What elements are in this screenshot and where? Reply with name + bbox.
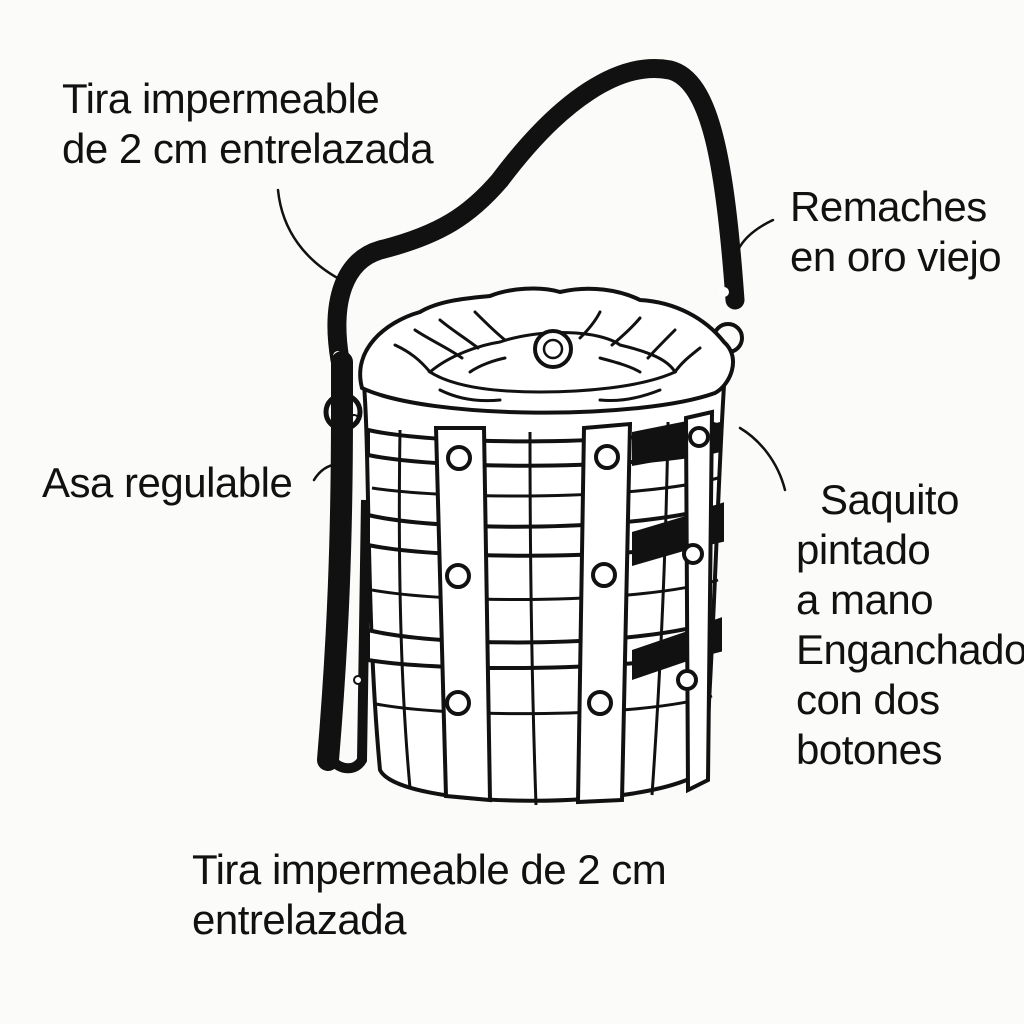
- strap-rivet: [353, 675, 363, 685]
- label-line: Remaches: [790, 183, 987, 230]
- label-line: Asa regulable: [42, 459, 293, 506]
- shoulder-strap: [327, 59, 745, 370]
- leader-sack: [738, 426, 787, 492]
- label-line: en oro viejo: [790, 233, 1002, 280]
- label-line: entrelazada: [192, 896, 407, 943]
- sack-button: [533, 329, 573, 369]
- label-waterproof-strap-bottom: Tira impermeable de 2 cm entrelazada: [192, 845, 667, 945]
- leader-rivets: [736, 218, 775, 252]
- sack-folds: [393, 310, 702, 403]
- adjustable-strap: [317, 351, 353, 771]
- label-line: a mano: [796, 576, 934, 623]
- label-waterproof-strap-top: Tira impermeable de 2 cm entrelazada: [62, 74, 434, 174]
- label-line: botones: [796, 726, 942, 773]
- label-line: Saquito: [820, 476, 959, 523]
- label-line: Enganchado: [796, 626, 1024, 673]
- sack-button-inner: [542, 338, 564, 360]
- label-line: con dos: [796, 676, 940, 723]
- label-adjustable-handle: Asa regulable: [42, 458, 293, 508]
- label-line: pintado: [796, 526, 931, 573]
- strap-ring: [323, 392, 363, 432]
- label-line: de 2 cm entrelazada: [62, 125, 434, 172]
- rivets: [445, 426, 710, 716]
- adjustable-strap-loop: [328, 499, 371, 774]
- leader-lines: [276, 188, 787, 492]
- weave-lines: [371, 476, 719, 716]
- label-line: Tira impermeable: [62, 75, 380, 122]
- label-rivets: Remaches en oro viejo: [790, 182, 1002, 282]
- strap-rivet: [719, 287, 729, 297]
- sack-opening: [427, 331, 678, 394]
- leader-handle: [312, 462, 340, 482]
- weave-lines-vertical: [397, 421, 670, 806]
- label-painted-sack: Saquito pintado a mano Enganchado con do…: [796, 475, 1024, 775]
- label-line: Tira impermeable de 2 cm: [192, 846, 667, 893]
- strap-rivet: [348, 414, 360, 426]
- leader-top-left: [276, 188, 347, 284]
